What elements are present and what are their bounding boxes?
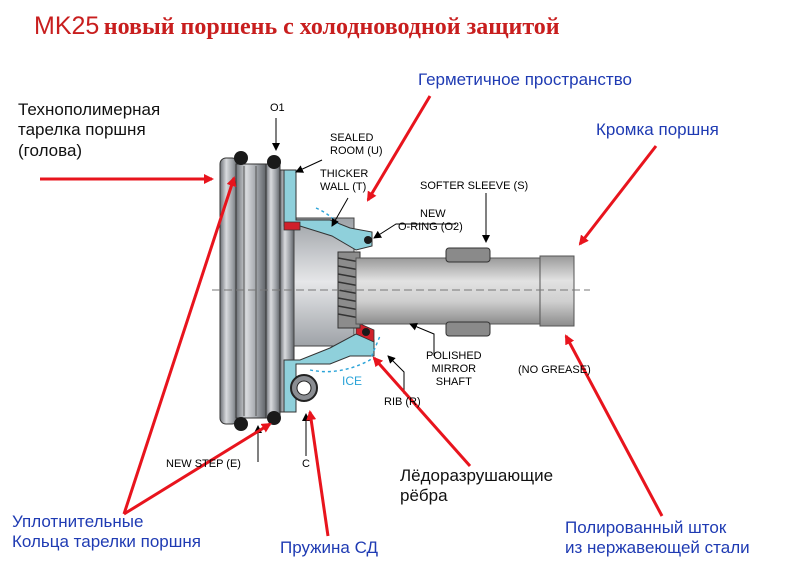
- tech-thicker-wall-line1: THICKER: [320, 168, 369, 180]
- label-shaft-line2: из нержавеющей стали: [565, 538, 750, 558]
- tech-o1: O1: [270, 102, 285, 114]
- label-techno-line2: тарелка поршня: [18, 120, 146, 140]
- tech-new-oring: NEW O-RING (O2): [398, 208, 463, 234]
- seal-rings: [234, 151, 281, 431]
- softer-sleeve-top: [445, 247, 491, 263]
- tech-no-grease: (NO GREASE): [518, 364, 591, 376]
- tech-new-oring-line2: O-RING (O2): [398, 221, 463, 234]
- label-piston-edge: Кромка поршня: [596, 120, 719, 139]
- label-seal-rings: Уплотнительные Кольца тарелки поршня: [12, 512, 201, 553]
- label-seal-rings-line2: Кольца тарелки поршня: [12, 532, 201, 552]
- title-text: новый поршень с холодноводной защитой: [103, 14, 560, 40]
- tech-thicker-wall: THICKER WALL (T): [320, 168, 368, 194]
- tech-polished-line3: SHAFT: [435, 376, 472, 389]
- ice-line-bottom: [309, 335, 381, 373]
- label-ice-ribs-line2: рёбра: [400, 486, 448, 506]
- leader-lines: [254, 118, 490, 462]
- label-shaft: Полированный шток из нержавеющей стали: [565, 518, 750, 559]
- label-sealed-space: Герметичное пространство: [418, 70, 632, 89]
- label-spring: Пружина СД: [280, 538, 379, 557]
- tech-thicker-wall-line2: WALL (T): [320, 181, 367, 194]
- tech-sealed-room: SEALED ROOM (U): [330, 132, 383, 158]
- tech-sealed-room-line2: ROOM (U): [330, 145, 383, 158]
- tech-c: C: [302, 458, 310, 470]
- o-ring-top: [364, 236, 372, 244]
- label-seal-rings-line1: Уплотнительные: [12, 512, 144, 531]
- tech-new-oring-line1: NEW: [420, 208, 446, 220]
- label-ice-ribs: Лёдоразрушающие рёбра: [400, 466, 553, 507]
- tech-polished-line2: MIRROR: [431, 363, 477, 376]
- label-shaft-line1: Полированный шток: [565, 518, 727, 537]
- tech-sealed-room-line1: SEALED: [330, 132, 374, 144]
- tech-softer-sleeve: SOFTER SLEEVE (S): [420, 180, 529, 192]
- red-arrows: [40, 95, 664, 537]
- tech-ice: ICE: [342, 374, 363, 388]
- tech-rib: RIB (R): [384, 396, 421, 408]
- tech-polished-line1: POLISHED: [426, 350, 482, 362]
- title-model: MK25: [34, 12, 100, 40]
- label-ice-ribs-line1: Лёдоразрушающие: [400, 466, 554, 485]
- softer-sleeve-bottom: [445, 321, 491, 337]
- label-techno-polymer: Технополимерная тарелка поршня (голова): [18, 100, 160, 161]
- tech-new-step: NEW STEP (E): [166, 458, 241, 470]
- shaft-end: [539, 255, 575, 327]
- shaft: [355, 257, 543, 325]
- sleeve-lower: [283, 333, 375, 413]
- o-ring-bottom: [362, 328, 370, 336]
- page-title: MK25 новый поршень с холодноводной защит…: [34, 12, 560, 41]
- label-techno-line1: Технополимерная: [18, 100, 161, 119]
- label-techno-line3: (голова): [18, 140, 83, 160]
- ice-line-top: [315, 207, 341, 227]
- thicker-wall-red: [283, 221, 301, 231]
- tech-polished: POLISHED MIRROR SHAFT: [426, 350, 482, 390]
- piston-head: [219, 157, 295, 425]
